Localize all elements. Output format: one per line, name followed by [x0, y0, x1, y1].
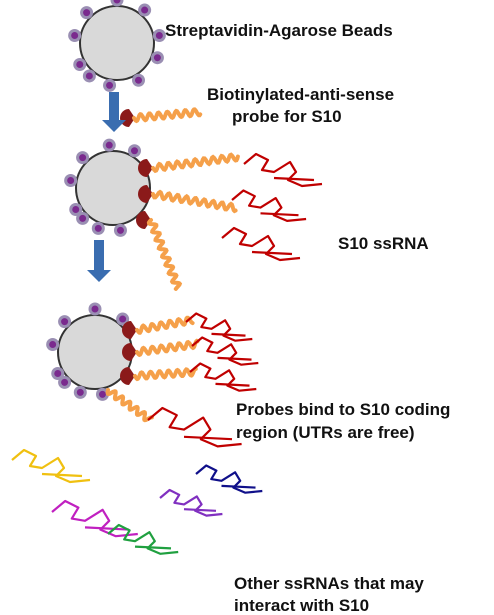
streptavidin-core [79, 154, 87, 162]
biotin-anchor [120, 367, 135, 385]
streptavidin-core [155, 32, 163, 40]
label-bind-line1: Probes bind to S10 coding [236, 400, 451, 419]
label-probe-line2: probe for S10 [232, 107, 342, 126]
s10-ssrna [147, 406, 242, 448]
streptavidin-core [79, 214, 87, 222]
other-ssrna [51, 499, 138, 538]
process-arrow [102, 92, 126, 132]
label-other-line2: interact with S10 [234, 596, 370, 615]
other-ssrna-tail [221, 484, 256, 489]
streptavidin-core [72, 206, 80, 213]
s10-ssrna [191, 336, 259, 366]
other-ssrna-tail [41, 472, 83, 478]
biotin-anchor [138, 185, 153, 203]
other-ssrna [159, 488, 223, 517]
other-ssrna [195, 464, 263, 494]
probe-strand [105, 388, 154, 423]
streptavidin-core [105, 141, 113, 149]
streptavidin-core [83, 9, 91, 17]
process-arrow [87, 240, 111, 282]
s10-ssrna-tail [273, 176, 315, 182]
streptavidin-core [71, 32, 79, 40]
s10-ssrna [243, 152, 323, 188]
s10-ssrna [231, 189, 307, 222]
s10-ssrna [221, 226, 301, 262]
streptavidin-core [98, 390, 106, 398]
other-ssrna [11, 448, 91, 484]
streptavidin-core [54, 370, 62, 377]
probe-strand [151, 189, 238, 214]
label-beads: Streptavidin-Agarose Beads [165, 21, 393, 40]
streptavidin-core [131, 147, 138, 155]
probe-strand [151, 152, 240, 174]
streptavidin-core [76, 61, 84, 68]
probe-strand [146, 218, 183, 291]
other-ssrna [107, 523, 179, 555]
streptavidin-core [141, 6, 149, 14]
streptavidin-core [49, 341, 57, 349]
s10-ssrna-tail [217, 356, 252, 361]
s10-ssrna-tail [260, 212, 299, 217]
biotin-anchor [122, 321, 137, 339]
s10-ssrna-tail [183, 435, 233, 441]
other-ssrna-tail [134, 545, 172, 550]
other-ssrna-tail [183, 508, 217, 512]
streptavidin-core [61, 318, 69, 326]
label-other-line1: Other ssRNAs that may [234, 574, 424, 593]
streptavidin-core [116, 226, 124, 234]
probe-strand [132, 107, 203, 124]
label-ssrna: S10 ssRNA [338, 234, 429, 253]
s10-ssrna-tail [211, 332, 246, 337]
biotin-anchor [120, 109, 135, 127]
streptavidin-core [94, 224, 102, 232]
s10-ssrna-tail [215, 382, 250, 387]
s10-ssrna-tail [251, 250, 293, 256]
streptavidin-core [67, 177, 75, 185]
s10-ssrna [185, 312, 253, 342]
biotin-anchor [138, 159, 153, 177]
streptavidin-core [61, 378, 69, 386]
probe-strand [135, 315, 195, 335]
agarose-bead [75, 150, 151, 226]
streptavidin-core [113, 0, 121, 4]
streptavidin-core [76, 388, 84, 396]
streptavidin-core [91, 305, 99, 313]
streptavidin-core [85, 72, 93, 80]
biotin-anchor [122, 343, 137, 361]
probe-strand [135, 338, 200, 358]
streptavidin-core [135, 76, 142, 84]
streptavidin-core [119, 315, 127, 323]
label-probe-line1: Biotinylated-anti-sense [207, 85, 395, 104]
probe-strand [133, 366, 198, 382]
streptavidin-core [153, 54, 161, 62]
label-bind-line2: region (UTRs are free) [236, 423, 415, 442]
other-ssrna-tail [84, 526, 130, 531]
streptavidin-core [106, 81, 114, 89]
s10-ssrna [189, 362, 257, 392]
